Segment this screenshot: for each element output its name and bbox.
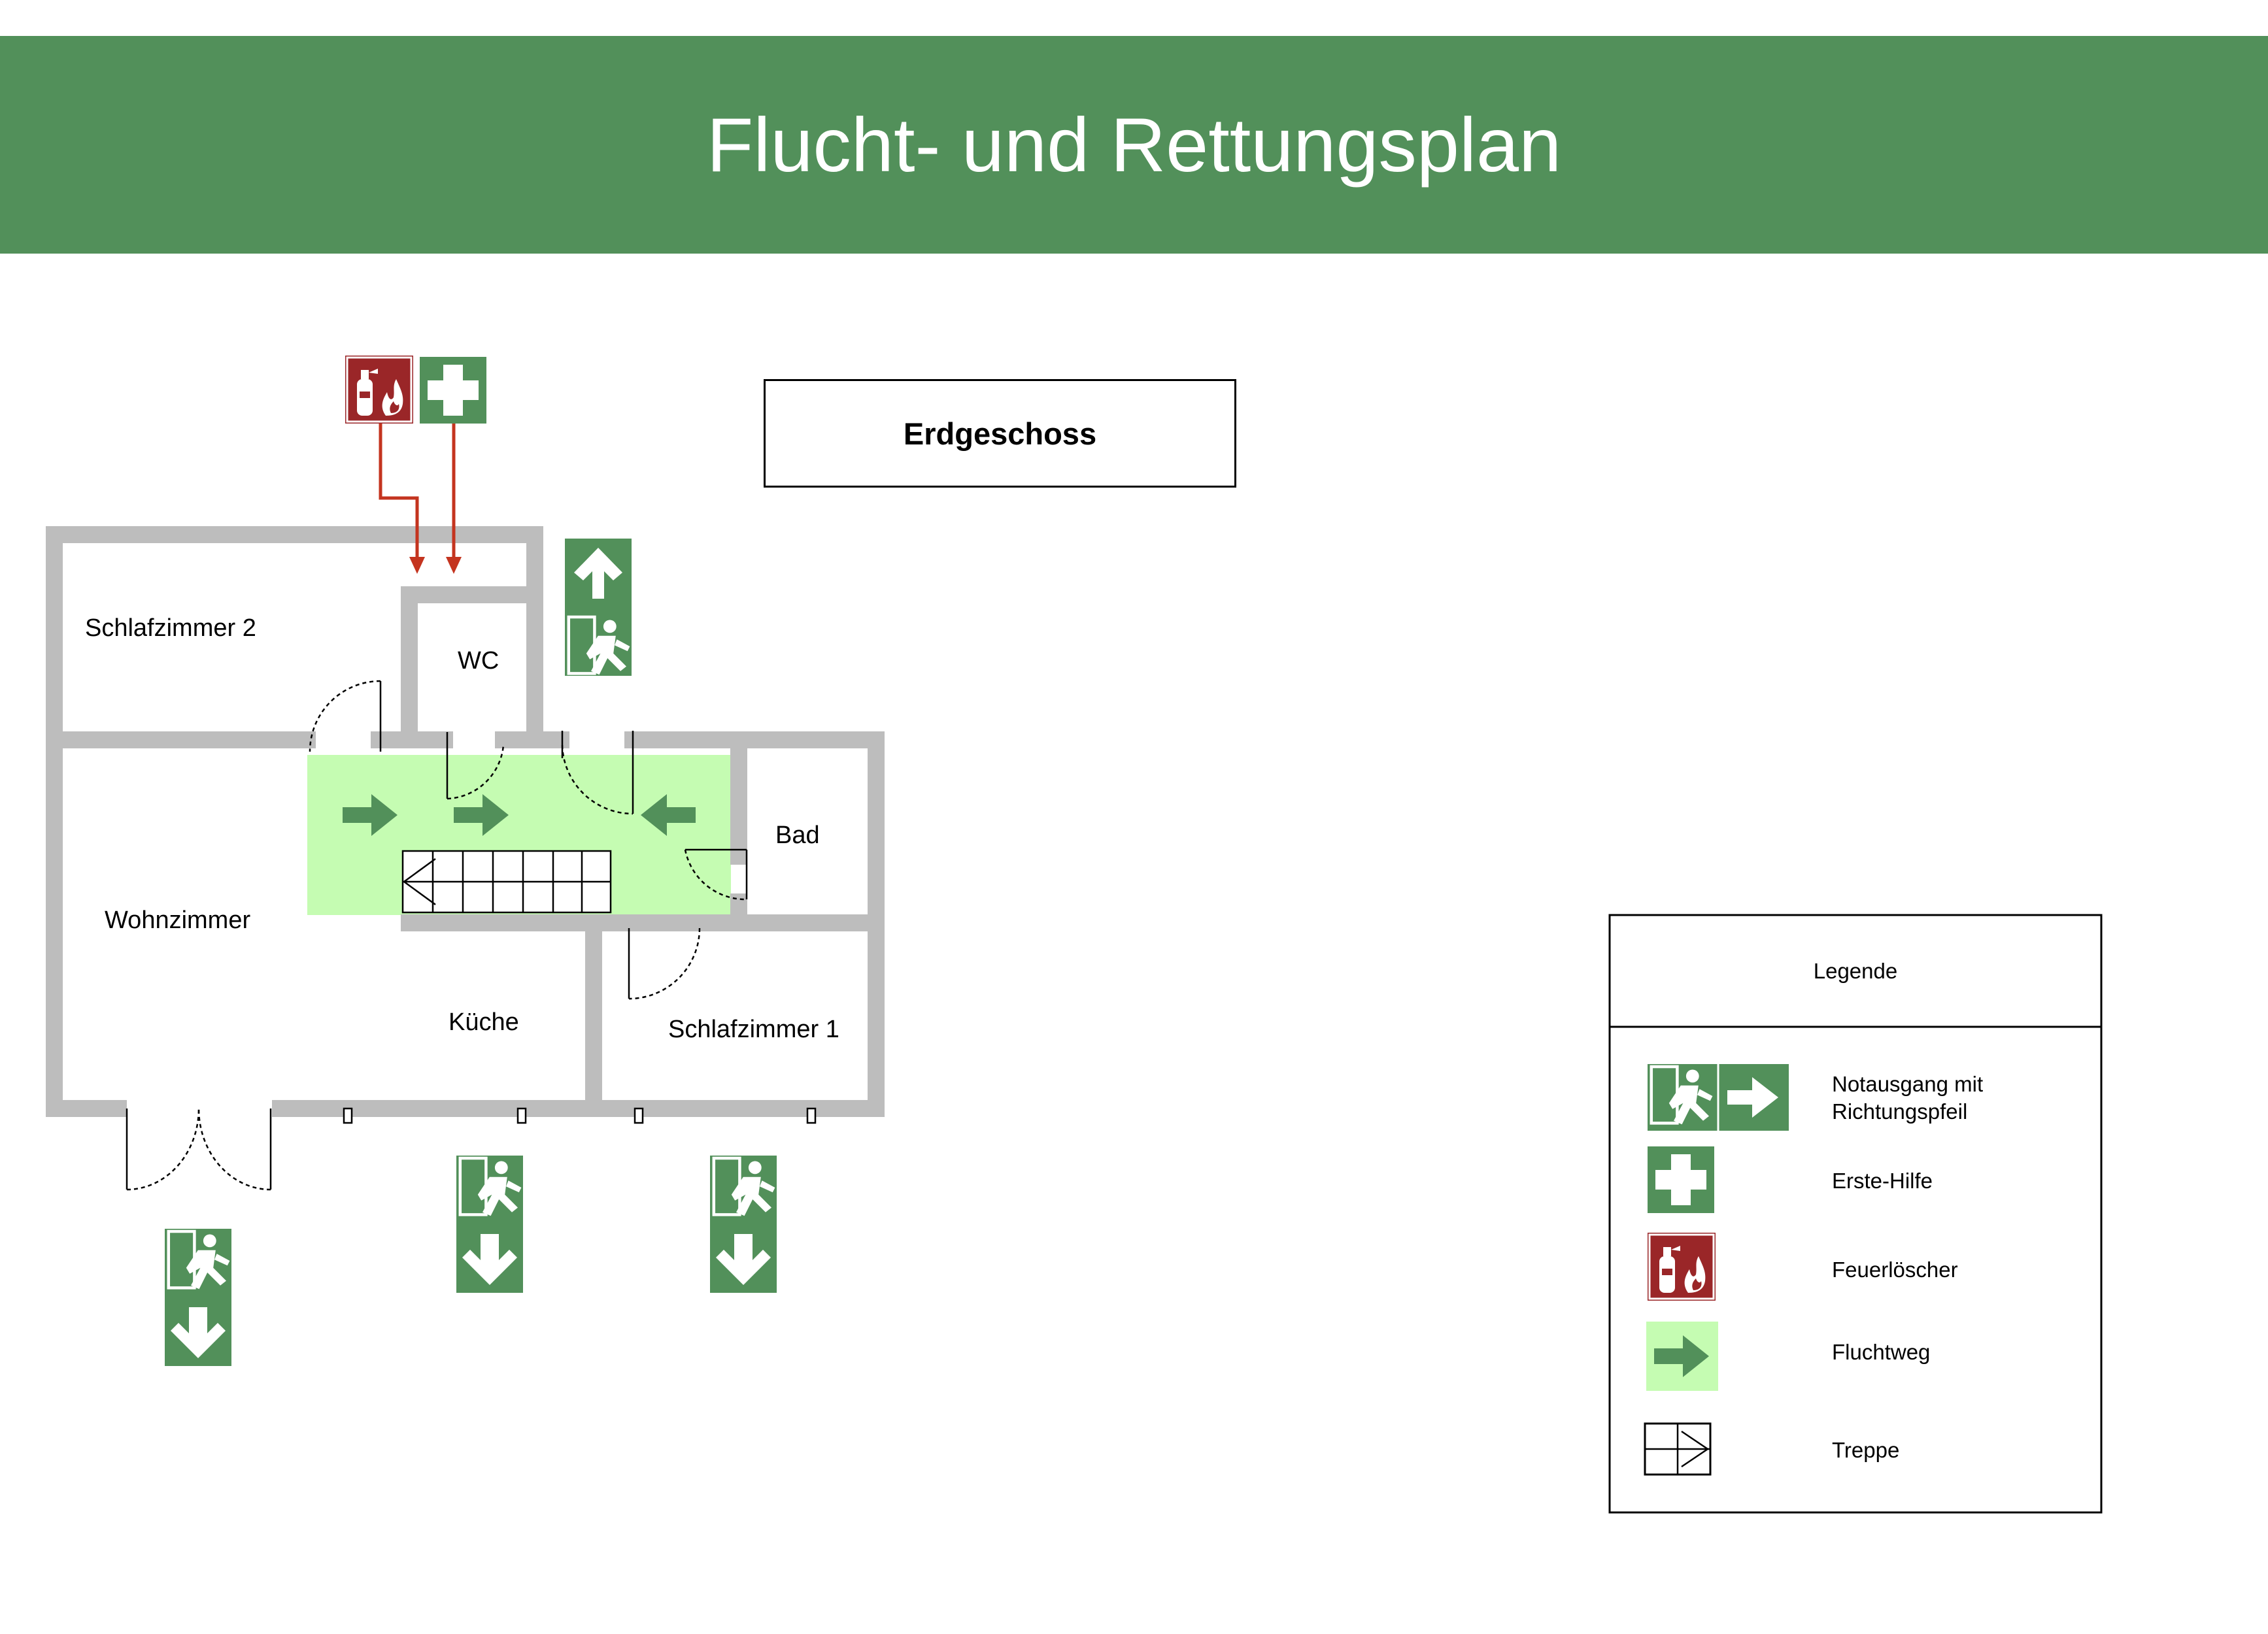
emergency-exit-arrow-icon — [1648, 1064, 1789, 1131]
fire-extinguisher-icon — [1646, 1231, 1717, 1302]
floor-label: Erdgeschoss — [903, 416, 1097, 451]
room-label-wohnzimmer: Wohnzimmer — [105, 907, 250, 934]
room-label-wc: WC — [458, 647, 499, 675]
room-label-bad: Bad — [775, 822, 820, 849]
title-bar: Flucht- und Rettungsplan — [0, 36, 2268, 254]
stairs — [401, 850, 612, 914]
location-pointer-arrows — [379, 424, 456, 563]
page-title: Flucht- und Rettungsplan — [706, 102, 1562, 188]
room-label-kueche: Küche — [449, 1009, 519, 1036]
legend: Legende Notausgang mit Richtungspfeil Er… — [1608, 914, 2103, 1514]
exit-sign-up-icon — [565, 539, 632, 676]
exit-sign-down-icon — [456, 1156, 523, 1293]
stairs-icon — [1644, 1422, 1712, 1476]
floor-label-box: Erdgeschoss — [764, 379, 1236, 488]
room-label-schlafzimmer2: Schlafzimmer 2 — [85, 614, 256, 642]
room-label-schlafzimmer1: Schlafzimmer 1 — [668, 1016, 839, 1043]
legend-title: Legende — [1814, 959, 1897, 983]
legend-label-escape-route: Fluchtweg — [1832, 1340, 1930, 1364]
legend-label-extinguisher: Feuerlöscher — [1832, 1258, 1958, 1282]
legend-label-first-aid: Erste-Hilfe — [1832, 1169, 1933, 1193]
exit-sign-down-icon — [165, 1229, 231, 1366]
legend-label-exit-line2: Richtungspfeil — [1832, 1099, 1967, 1124]
legend-label-exit-line1: Notausgang mit — [1832, 1072, 1983, 1096]
windows — [343, 1107, 817, 1124]
doors — [126, 680, 748, 1191]
escape-route-icon — [1646, 1322, 1718, 1391]
first-aid-icon — [420, 357, 486, 424]
first-aid-icon — [1648, 1146, 1714, 1213]
fire-extinguisher-icon — [344, 354, 415, 425]
exit-sign-down-icon — [710, 1156, 777, 1293]
walls — [46, 526, 885, 1117]
legend-label-stairs: Treppe — [1832, 1438, 1899, 1462]
